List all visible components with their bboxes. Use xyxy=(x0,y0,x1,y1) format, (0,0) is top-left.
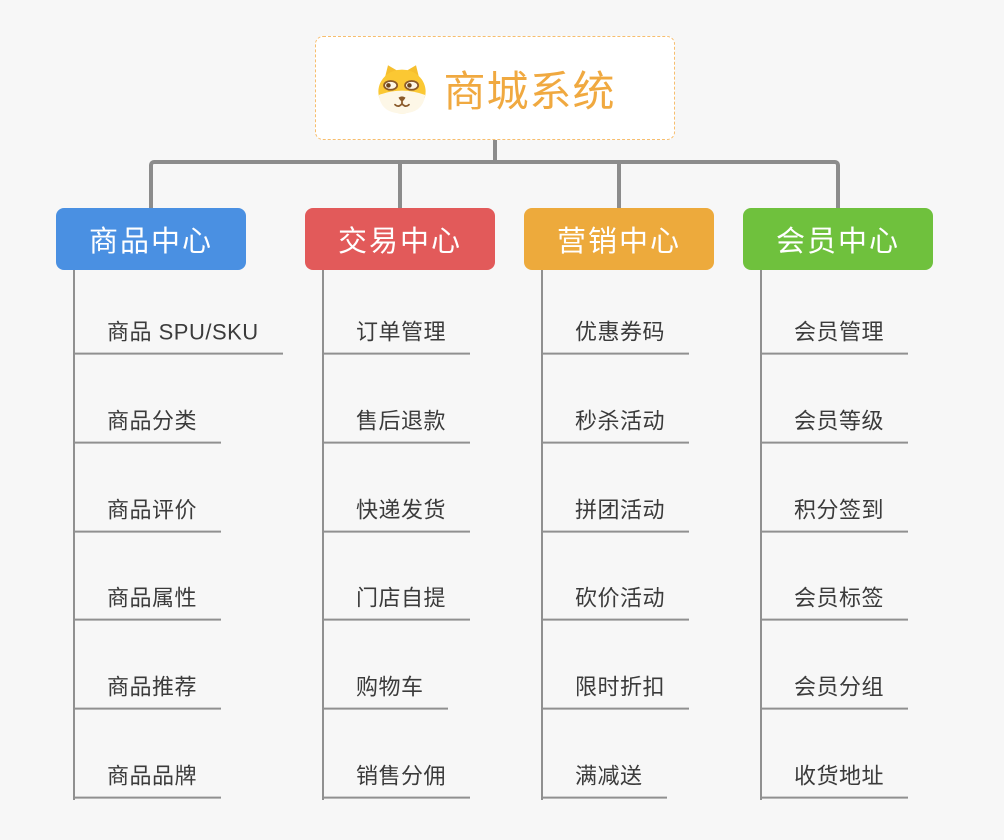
root-title: 商城系统 xyxy=(443,67,616,115)
sub-topic[interactable]: 商品 SPU/SKU xyxy=(73,320,283,355)
sub-topic[interactable]: 积分签到 xyxy=(760,498,909,533)
connector-drop-marketing xyxy=(617,160,621,208)
branch-spine-trade-center xyxy=(322,270,324,800)
sub-topic[interactable]: 商品评价 xyxy=(73,498,222,533)
sub-topic[interactable]: 满减送 xyxy=(541,764,667,799)
sub-topic[interactable]: 购物车 xyxy=(322,675,448,710)
sub-topic[interactable]: 商品品牌 xyxy=(73,764,222,799)
branch-node-product-center[interactable]: 商品中心 xyxy=(56,208,246,270)
connector-bus xyxy=(149,160,840,208)
sub-topic[interactable]: 商品属性 xyxy=(73,586,222,621)
sub-topic[interactable]: 快递发货 xyxy=(322,498,471,533)
sub-topic[interactable]: 砍价活动 xyxy=(541,586,690,621)
sub-topic[interactable]: 商品分类 xyxy=(73,409,222,444)
sub-topic[interactable]: 会员管理 xyxy=(760,320,909,355)
root-node[interactable]: 商城系统 xyxy=(315,36,675,140)
sub-topic[interactable]: 秒杀活动 xyxy=(541,409,690,444)
sub-topic[interactable]: 会员分组 xyxy=(760,675,909,710)
branch-node-marketing-center[interactable]: 营销中心 xyxy=(524,208,714,270)
sub-topic[interactable]: 优惠券码 xyxy=(541,320,690,355)
branch-spine-marketing-center xyxy=(541,270,543,800)
branch-spine-product-center xyxy=(73,270,75,800)
dog-mascot-icon xyxy=(378,65,427,114)
branch-spine-member-center xyxy=(760,270,762,800)
sub-topic[interactable]: 会员标签 xyxy=(760,586,909,621)
connector-drop-trade xyxy=(398,160,402,208)
sub-topic[interactable]: 订单管理 xyxy=(322,320,471,355)
branch-node-member-center[interactable]: 会员中心 xyxy=(743,208,933,270)
sub-topic[interactable]: 收货地址 xyxy=(760,764,909,799)
connector-root-drop xyxy=(493,140,497,164)
sub-topic[interactable]: 销售分佣 xyxy=(322,764,471,799)
branch-node-trade-center[interactable]: 交易中心 xyxy=(305,208,495,270)
sub-topic[interactable]: 拼团活动 xyxy=(541,498,690,533)
sub-topic[interactable]: 门店自提 xyxy=(322,586,471,621)
sub-topic[interactable]: 会员等级 xyxy=(760,409,909,444)
sub-topic[interactable]: 售后退款 xyxy=(322,409,471,444)
sub-topic[interactable]: 限时折扣 xyxy=(541,675,690,710)
sub-topic[interactable]: 商品推荐 xyxy=(73,675,222,710)
